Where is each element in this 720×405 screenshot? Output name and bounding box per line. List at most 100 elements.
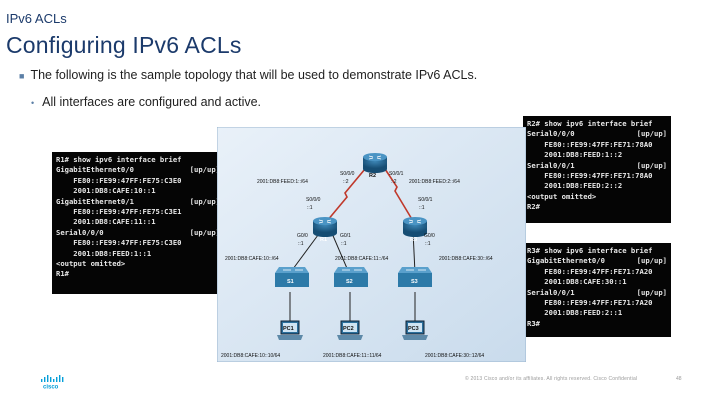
net-label-feed2: 2001:DB8:FEED:2::/64 xyxy=(409,179,460,185)
pc2-address: 2001:DB8:CAFE:11::11/64 xyxy=(323,353,382,359)
cli-text: <output omitted> xyxy=(527,191,597,201)
cli-status: [up/up] xyxy=(189,196,220,206)
net-label-feed1: 2001:DB8:FEED:1::/64 xyxy=(257,179,308,185)
cli-line: FE80::FE99:47FF:FE71:78A0 xyxy=(527,140,667,150)
cli-line: FE80::FE99:47FF:FE71:7A20 xyxy=(527,298,667,308)
cli-line: FE80::FE99:47FF:FE75:C3E0 xyxy=(56,238,220,248)
switch-s2-icon xyxy=(334,267,368,287)
cli-line: R1# xyxy=(56,269,220,279)
cli-text: Serial0/0/0 xyxy=(56,227,104,237)
if-id-r1-g01: ::1 xyxy=(341,241,347,247)
cli-text: 2001:DB8:CAFE:10::1 xyxy=(56,186,156,196)
cli-text: 2001:DB8:CAFE:11::1 xyxy=(56,217,156,227)
if-label-r2-s001: S0/0/1 xyxy=(389,171,404,177)
pc1-address: 2001:DB8:CAFE:10::10/64 xyxy=(221,353,280,359)
cli-line: FE80::FE99:47FF:FE75:C3E1 xyxy=(56,207,220,217)
link-r1-s1 xyxy=(289,230,322,274)
if-label-r3-g00: G0/0 xyxy=(424,233,435,239)
device-label-pc3: PC3 xyxy=(408,326,419,332)
link-r3-s3 xyxy=(412,230,416,274)
device-label-r2: R2 xyxy=(369,173,376,179)
cli-text: FE80::FE99:47FF:FE71:78A0 xyxy=(527,139,653,149)
router-r3-icon xyxy=(403,217,427,237)
switch-s3-icon xyxy=(398,267,432,287)
cli-line: GigabitEthernet0/1[up/up] xyxy=(56,197,220,207)
footer-copyright: © 2013 Cisco and/or its affiliates. All … xyxy=(465,376,638,382)
cli-line: GigabitEthernet0/0 [up/up] xyxy=(527,256,667,266)
net-label-cafe30: 2001:DB8:CAFE:30::/64 xyxy=(439,256,493,262)
cli-line: 2001:DB8:CAFE:30::1 xyxy=(527,277,667,287)
cli-text: FE80::FE99:47FF:FE71:7A20 xyxy=(527,298,653,308)
cli-text: R2# xyxy=(527,202,540,212)
cli-line: 2001:DB8:FEED:1::2 xyxy=(527,150,667,160)
cli-status: [up/up] xyxy=(189,227,220,237)
cisco-logo: cisco xyxy=(40,375,66,391)
cli-line: FE80::FE99:47FF:FE71:7A20 xyxy=(527,267,667,277)
cli-text: Serial0/0/1 xyxy=(527,160,575,170)
if-id-r3-g00: ::1 xyxy=(425,241,431,247)
cli-text: FE80::FE99:47FF:FE71:78A0 xyxy=(527,171,653,181)
router-r1-icon xyxy=(313,217,337,237)
device-label-pc1: PC1 xyxy=(283,326,294,332)
cli-line: <output omitted> xyxy=(527,192,667,202)
cli-line: Serial0/0/0 [up/up] xyxy=(56,228,220,238)
if-label-r2-s000: S0/0/0 xyxy=(340,171,355,177)
cli-line: Serial0/0/0[up/up] xyxy=(527,129,667,139)
serial-link-r1-r2 xyxy=(326,168,366,222)
cli-status: [up/up] xyxy=(636,129,667,139)
topology-diagram: R2 R1 R3 S1 S2 S3 PC1 PC2 PC3 2001:DB8:F… xyxy=(217,127,526,362)
bullet-level1: ■ The following is the sample topology th… xyxy=(19,68,477,82)
cli-status: [up/up] xyxy=(636,256,667,266)
pc3-address: 2001:DB8:CAFE:30::12/64 xyxy=(425,353,484,359)
if-label-r3-s001: S0/0/1 xyxy=(418,197,433,203)
switch-s1-icon xyxy=(275,267,309,287)
if-label-r1-g01: G0/1 xyxy=(340,233,351,239)
cli-line: 2001:DB8:CAFE:10::1 xyxy=(56,186,220,196)
bullet-square-icon: ■ xyxy=(19,71,25,81)
cli-text: R1# xyxy=(56,269,69,279)
cisco-logo-text: cisco xyxy=(43,385,59,390)
cli-line: R3# show ipv6 interface brief xyxy=(527,246,667,256)
section-label: IPv6 ACLs xyxy=(6,11,67,26)
cli-text: Serial0/0/1 xyxy=(527,287,575,297)
cli-line: 2001:DB8:CAFE:11::1 xyxy=(56,217,220,227)
cli-text: 2001:DB8:FEED:1::2 xyxy=(527,150,623,160)
serial-link-r2-r3 xyxy=(384,168,414,222)
if-id-r1-g00: ::1 xyxy=(298,241,304,247)
device-label-s2: S2 xyxy=(346,279,353,285)
link-r1-s2 xyxy=(330,230,350,274)
cli-line: R2# show ipv6 interface brief xyxy=(527,119,667,129)
device-label-r3: R3 xyxy=(410,237,417,243)
bullet-level2: •All interfaces are configured and activ… xyxy=(31,95,261,109)
cli-text: 2001:DB8:CAFE:30::1 xyxy=(527,277,627,287)
device-label-pc2: PC2 xyxy=(343,326,354,332)
cli-text: FE80::FE99:47FF:FE75:C3E0 xyxy=(56,175,182,185)
cli-text: GigabitEthernet0/0 xyxy=(56,165,134,175)
net-label-cafe11: 2001:DB8:CAFE:11::/64 xyxy=(335,256,388,262)
bullet-text: The following is the sample topology tha… xyxy=(30,68,478,82)
cli-line: Serial0/0/1[up/up] xyxy=(527,161,667,171)
cli-status: [up/up] xyxy=(189,165,220,175)
device-label-s1: S1 xyxy=(287,279,294,285)
pc3-icon xyxy=(402,320,428,340)
cli-text: 2001:DB8:FEED:2::2 xyxy=(527,181,623,191)
cli-text: R1# show ipv6 interface brief xyxy=(56,155,182,164)
if-id-r3-s001: ::1 xyxy=(419,205,425,211)
cli-line: FE80::FE99:47FF:FE75:C3E0 xyxy=(56,176,220,186)
device-label-s3: S3 xyxy=(411,279,418,285)
cli-line: FE80::FE99:47FF:FE71:78A0 xyxy=(527,171,667,181)
if-id-r2-s000: ::2 xyxy=(343,179,349,185)
cli-line: R3# xyxy=(527,319,667,329)
cli-line: GigabitEthernet0/0 [up/up] xyxy=(56,165,220,175)
cli-line: R2# xyxy=(527,202,667,212)
cli-text: <output omitted> xyxy=(56,259,126,269)
cli-text: FE80::FE99:47FF:FE75:C3E0 xyxy=(56,238,182,248)
cli-text: FE80::FE99:47FF:FE75:C3E1 xyxy=(56,207,182,217)
cli-text: GigabitEthernet0/0 xyxy=(527,256,605,266)
pc1-icon xyxy=(277,320,303,340)
page-number: 48 xyxy=(676,376,682,382)
router-r2-icon xyxy=(363,153,387,173)
slide-title: Configuring IPv6 ACLs xyxy=(6,32,242,58)
